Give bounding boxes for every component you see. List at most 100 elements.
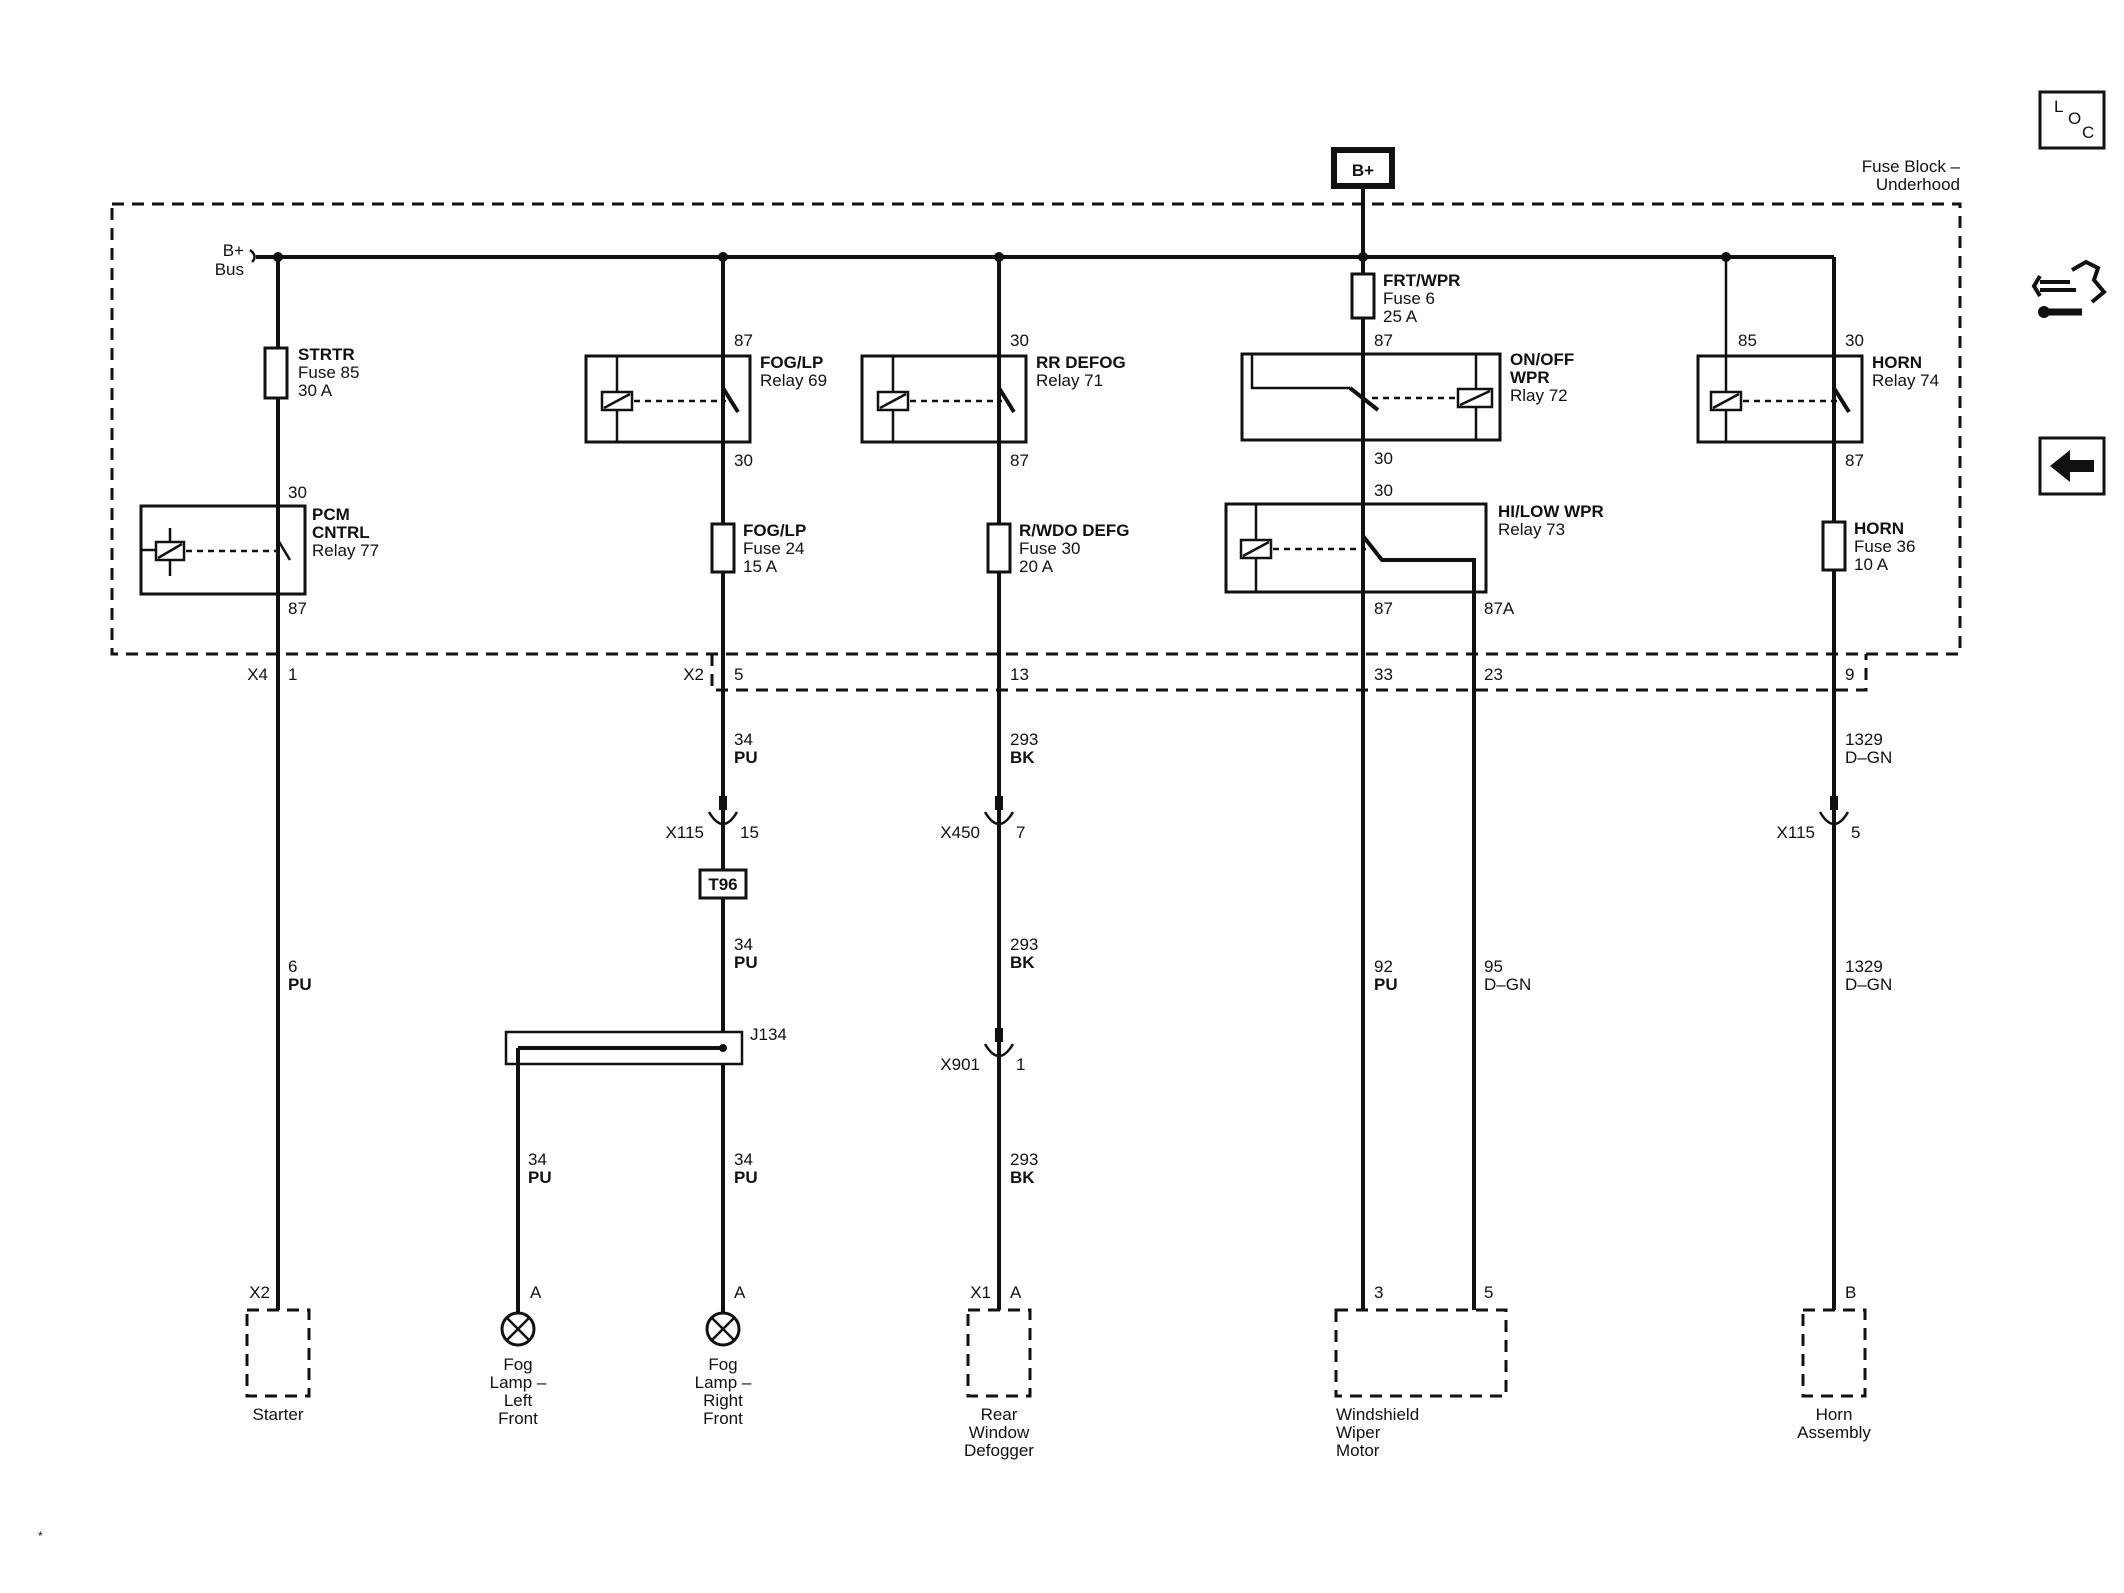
pcm-pin-87: 87 (288, 599, 307, 618)
fuse-36-name: HORN (1854, 519, 1904, 538)
horn-relay-pin-85: 85 (1738, 331, 1757, 350)
wire-95-color: D–GN (1484, 975, 1531, 994)
loc-o-glyph: O (2068, 109, 2081, 128)
fog-relay-pin-30: 30 (734, 451, 753, 470)
bus-label-1: B+ (223, 241, 244, 260)
x2-pin-5: 5 (734, 665, 743, 684)
horn-relay-pin-87: 87 (1845, 451, 1864, 470)
horn-assembly-component (1801, 1308, 1867, 1398)
fog-lamp-left-icon (500, 1311, 536, 1347)
fuse-6 (1350, 272, 1376, 320)
x2-pin-13: 13 (1010, 665, 1029, 684)
x901-pin-1: 1 (1016, 1055, 1025, 1074)
j134-label: J134 (750, 1025, 787, 1044)
wire-34b-circuit: 34 (734, 935, 753, 954)
x2-pin-23: 23 (1484, 665, 1503, 684)
fuse-block-title-1: Fuse Block – (1862, 157, 1961, 176)
back-arrow-icon (2050, 450, 2094, 482)
windshield-wiper-motor-component (1334, 1308, 1508, 1398)
pcm-relay-number: Relay 77 (312, 541, 379, 560)
fog-left-pin: A (530, 1283, 542, 1302)
wire-1329b-circuit: 1329 (1845, 957, 1883, 976)
horn-label-2: Assembly (1797, 1423, 1871, 1442)
x4-pin-1: 1 (288, 665, 297, 684)
back-button[interactable] (2038, 436, 2106, 496)
fuse-30 (986, 522, 1012, 574)
onoff-relay-number: Rlay 72 (1510, 386, 1568, 405)
defogger-label-3: Defogger (964, 1441, 1034, 1460)
t96-component (698, 868, 748, 900)
battery-label: B+ (1352, 161, 1374, 180)
fuse-24-name: FOG/LP (743, 521, 806, 540)
wire-34b-color: PU (734, 953, 758, 972)
footer-mark: * (38, 1529, 43, 1543)
wire-34a-color: PU (734, 748, 758, 767)
fog-right-pin: A (734, 1283, 746, 1302)
horn-pin-b: B (1845, 1283, 1856, 1302)
wire-34a-circuit: 34 (734, 730, 753, 749)
fog-relay-pin-87: 87 (734, 331, 753, 350)
x2-connector-outline (710, 654, 1868, 692)
fuse-36-rating: 10 A (1854, 555, 1889, 574)
fog-left-label-1: Fog (503, 1355, 532, 1374)
fog-right-label-4: Front (703, 1409, 743, 1428)
fuse-24-number: Fuse 24 (743, 539, 804, 558)
hilow-relay-pin-87: 87 (1374, 599, 1393, 618)
horn-relay-74 (1696, 354, 1864, 444)
wire-95-circuit: 95 (1484, 957, 1503, 976)
rear-window-defogger-component (966, 1308, 1032, 1398)
location-button[interactable]: L O C (2038, 90, 2106, 150)
wire-293b-color: BK (1010, 953, 1035, 972)
defogger-label-2: Window (969, 1423, 1030, 1442)
horn-relay-pin-30: 30 (1845, 331, 1864, 350)
wire-34c-color: PU (528, 1168, 552, 1187)
fuse-block-outline (110, 202, 1962, 656)
fuse-30-number: Fuse 30 (1019, 539, 1080, 558)
x450-pin-7: 7 (1016, 823, 1025, 842)
fuse-6-name: FRT/WPR (1383, 271, 1460, 290)
fuse-6-number: Fuse 6 (1383, 289, 1435, 308)
pcm-relay-name-1: PCM (312, 505, 350, 524)
x901-connector-symbol (983, 1043, 1015, 1058)
fog-relay-name: FOG/LP (760, 353, 823, 372)
fog-right-label-1: Fog (708, 1355, 737, 1374)
x450-connector-symbol (983, 811, 1015, 826)
wiper-pin-5: 5 (1484, 1283, 1493, 1302)
wire-6-circuit: 6 (288, 957, 297, 976)
wire-34d-circuit: 34 (734, 1150, 753, 1169)
loc-c-glyph: C (2082, 123, 2094, 142)
x115a-pin-15: 15 (740, 823, 759, 842)
wrench-connector-icon (2031, 259, 2107, 318)
x2-connector: X2 (683, 665, 704, 684)
wire-1329a-color: D–GN (1845, 748, 1892, 767)
wire-92-color: PU (1374, 975, 1398, 994)
x450-connector: X450 (940, 823, 980, 842)
fog-relay-69 (584, 354, 752, 444)
onoff-relay-name-1: ON/OFF (1510, 350, 1574, 369)
rr-relay-name: RR DEFOG (1036, 353, 1126, 372)
rr-relay-number: Relay 71 (1036, 371, 1103, 390)
rr-defog-relay-71 (860, 354, 1028, 444)
x115-connector-symbol (707, 811, 739, 826)
horn-label-1: Horn (1816, 1405, 1853, 1424)
fuse-24 (710, 522, 736, 574)
hilow-wpr-relay-73 (1224, 502, 1488, 594)
wire-34c-circuit: 34 (528, 1150, 547, 1169)
location-icon (2038, 90, 2106, 150)
wiper-label-1: Windshield (1336, 1405, 1419, 1424)
defogger-pin: A (1010, 1283, 1022, 1302)
fog-lamp-right-icon (705, 1311, 741, 1347)
bus-label-2: Bus (215, 260, 244, 279)
wire-1329a-circuit: 1329 (1845, 730, 1883, 749)
x115a-connector: X115 (666, 823, 704, 842)
hilow-relay-pin-30: 30 (1374, 481, 1393, 500)
fuse-85-number: Fuse 85 (298, 363, 359, 382)
hilow-relay-pin-87a: 87A (1484, 599, 1515, 618)
onoff-relay-pin-30: 30 (1374, 449, 1393, 468)
horn-relay-number: Relay 74 (1872, 371, 1939, 390)
defogger-label-1: Rear (981, 1405, 1018, 1424)
connector-tools-button[interactable] (2031, 259, 2107, 318)
fog-right-label-2: Lamp – (695, 1373, 752, 1392)
horn-relay-name: HORN (1872, 353, 1922, 372)
